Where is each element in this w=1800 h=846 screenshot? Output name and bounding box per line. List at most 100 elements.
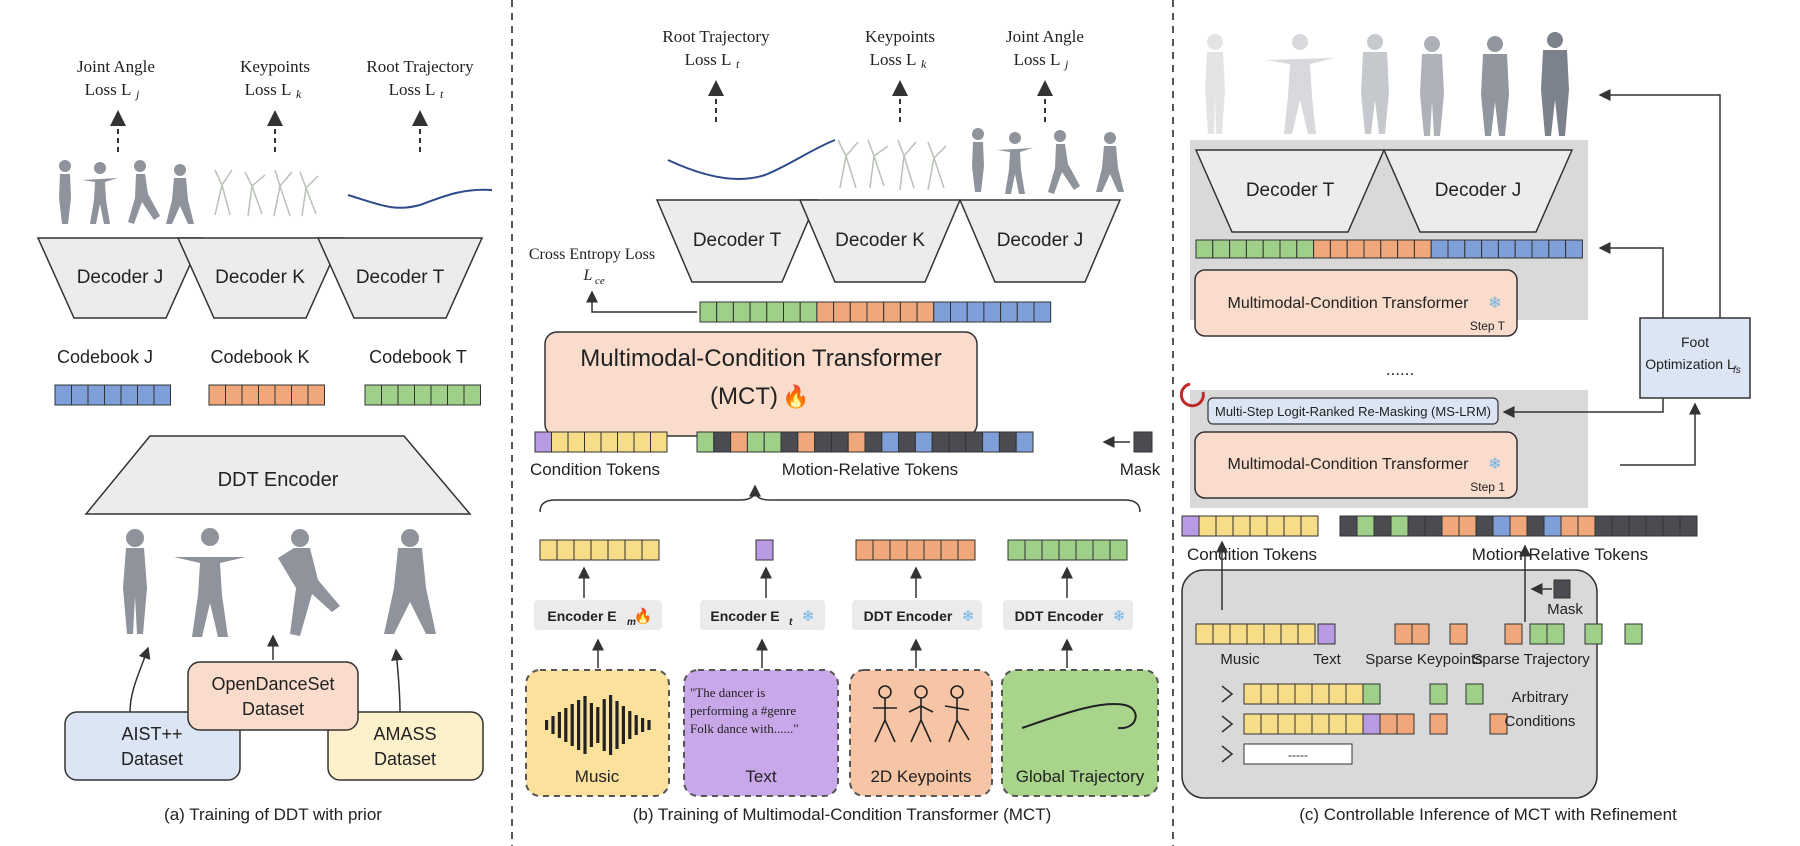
encoder-text: Encoder E t ❄ — [700, 600, 825, 630]
token — [1015, 431, 1034, 453]
token — [1526, 515, 1545, 537]
waveform-bar — [615, 701, 619, 749]
motion-tokens-c — [1339, 515, 1698, 537]
token — [1363, 239, 1382, 259]
token — [1092, 539, 1111, 561]
snowflake-icon: ❄ — [1488, 295, 1501, 312]
loss-label: Joint Angle — [1006, 27, 1084, 46]
token — [799, 301, 818, 323]
mask-token-c — [1553, 579, 1571, 599]
root-trajectory-curve-a — [347, 188, 493, 209]
output-figures-c — [1205, 32, 1569, 136]
token — [414, 384, 432, 406]
output-figures-a — [59, 160, 194, 224]
text-quote-line: performing a #genre — [690, 703, 796, 718]
chevrons — [1221, 685, 1234, 763]
empty-row-label: ----- — [1288, 748, 1308, 762]
encoder-tokens-b — [539, 539, 1128, 561]
token — [966, 301, 985, 323]
token — [120, 384, 138, 406]
encoder-label: Encoder E — [547, 608, 616, 624]
token — [1024, 539, 1043, 561]
token — [1407, 515, 1426, 537]
loss-label: Loss L — [85, 80, 132, 99]
token — [208, 384, 226, 406]
token — [1492, 515, 1511, 537]
dataset-amass: AMASS Dataset — [327, 711, 484, 781]
token — [1007, 539, 1026, 561]
decoder-t-a: Decoder T — [316, 237, 484, 319]
token — [1424, 515, 1443, 537]
cross-entropy-loss: Cross Entropy Loss L ce — [529, 246, 697, 313]
token — [1260, 683, 1279, 705]
condition-tokens-c — [1181, 515, 1319, 537]
encoder-ddt-traj: DDT Encoder ❄ — [1003, 600, 1133, 630]
token — [1283, 515, 1302, 537]
token — [732, 301, 751, 323]
mct-box: Multimodal-Condition Transformer (MCT) 🔥 — [544, 331, 978, 437]
input-label: Music — [575, 767, 620, 786]
waveform-bar — [557, 712, 561, 738]
codebook-t-tokens — [364, 384, 481, 406]
token — [551, 431, 569, 453]
loss-sub: t — [736, 57, 740, 71]
text-quote-line: "The dancer is — [690, 685, 765, 700]
token — [1489, 713, 1508, 735]
token — [1447, 239, 1466, 259]
token — [54, 384, 72, 406]
loss-label: Joint Angle — [77, 57, 155, 76]
token — [814, 431, 832, 453]
mct-label: Multimodal-Condition Transformer — [1228, 456, 1470, 473]
token — [780, 431, 799, 453]
text-quote-line: Folk dance with......" — [690, 721, 799, 736]
token — [1232, 515, 1251, 537]
token — [1058, 539, 1077, 561]
arrow-amass — [390, 648, 403, 713]
token — [816, 301, 835, 323]
token — [567, 431, 585, 453]
snowflake-icon: ❄ — [802, 609, 815, 625]
input-label: 2D Keypoints — [870, 767, 971, 786]
mct-step-t: Multimodal-Condition Transformer ❄ Step … — [1194, 269, 1518, 337]
input-text: "The dancer is performing a #genre Folk … — [683, 669, 839, 797]
loss-joint-angle-a: Joint Angle Loss L j — [77, 57, 155, 152]
step-1-label: Step 1 — [1470, 480, 1505, 494]
token — [1329, 239, 1348, 259]
mct-step-1: Multimodal-Condition Transformer ❄ Step … — [1194, 431, 1518, 499]
dataset-label: Dataset — [121, 749, 183, 769]
token — [1266, 515, 1285, 537]
token — [607, 539, 626, 561]
token — [783, 301, 801, 323]
token — [1577, 515, 1596, 537]
waveform-bar — [647, 720, 651, 730]
token — [1212, 623, 1231, 645]
decoder-label: Decoder K — [835, 230, 925, 251]
motion-tokens-label: Motion-Relative Tokens — [1472, 545, 1648, 564]
token — [755, 539, 774, 561]
token — [730, 431, 748, 453]
output-keypoints-b — [837, 139, 947, 191]
token — [957, 539, 976, 561]
waveform-bar — [621, 706, 625, 744]
dataset-opendanceset: OpenDanceSet Dataset — [187, 661, 359, 731]
token — [1212, 239, 1231, 259]
mask-token-b — [1133, 431, 1153, 453]
loss-label: Loss L — [870, 50, 917, 69]
motion-tokens-b — [696, 431, 1034, 453]
decoder-label: Decoder J — [1435, 180, 1522, 201]
encoder-label: Encoder E — [710, 608, 779, 624]
waveform-bar — [583, 696, 587, 754]
encoder-sub: t — [789, 617, 793, 628]
decoder-j-a: Decoder J — [36, 237, 204, 319]
arrow-foot-tokens — [1598, 242, 1664, 318]
token — [590, 539, 609, 561]
token — [1394, 623, 1413, 645]
token — [1565, 239, 1583, 259]
token — [713, 431, 732, 453]
waveform-bar — [564, 708, 568, 742]
token — [931, 431, 950, 453]
step-t-tokens — [1195, 239, 1583, 259]
token — [1033, 301, 1052, 323]
token — [847, 431, 866, 453]
token — [137, 384, 155, 406]
